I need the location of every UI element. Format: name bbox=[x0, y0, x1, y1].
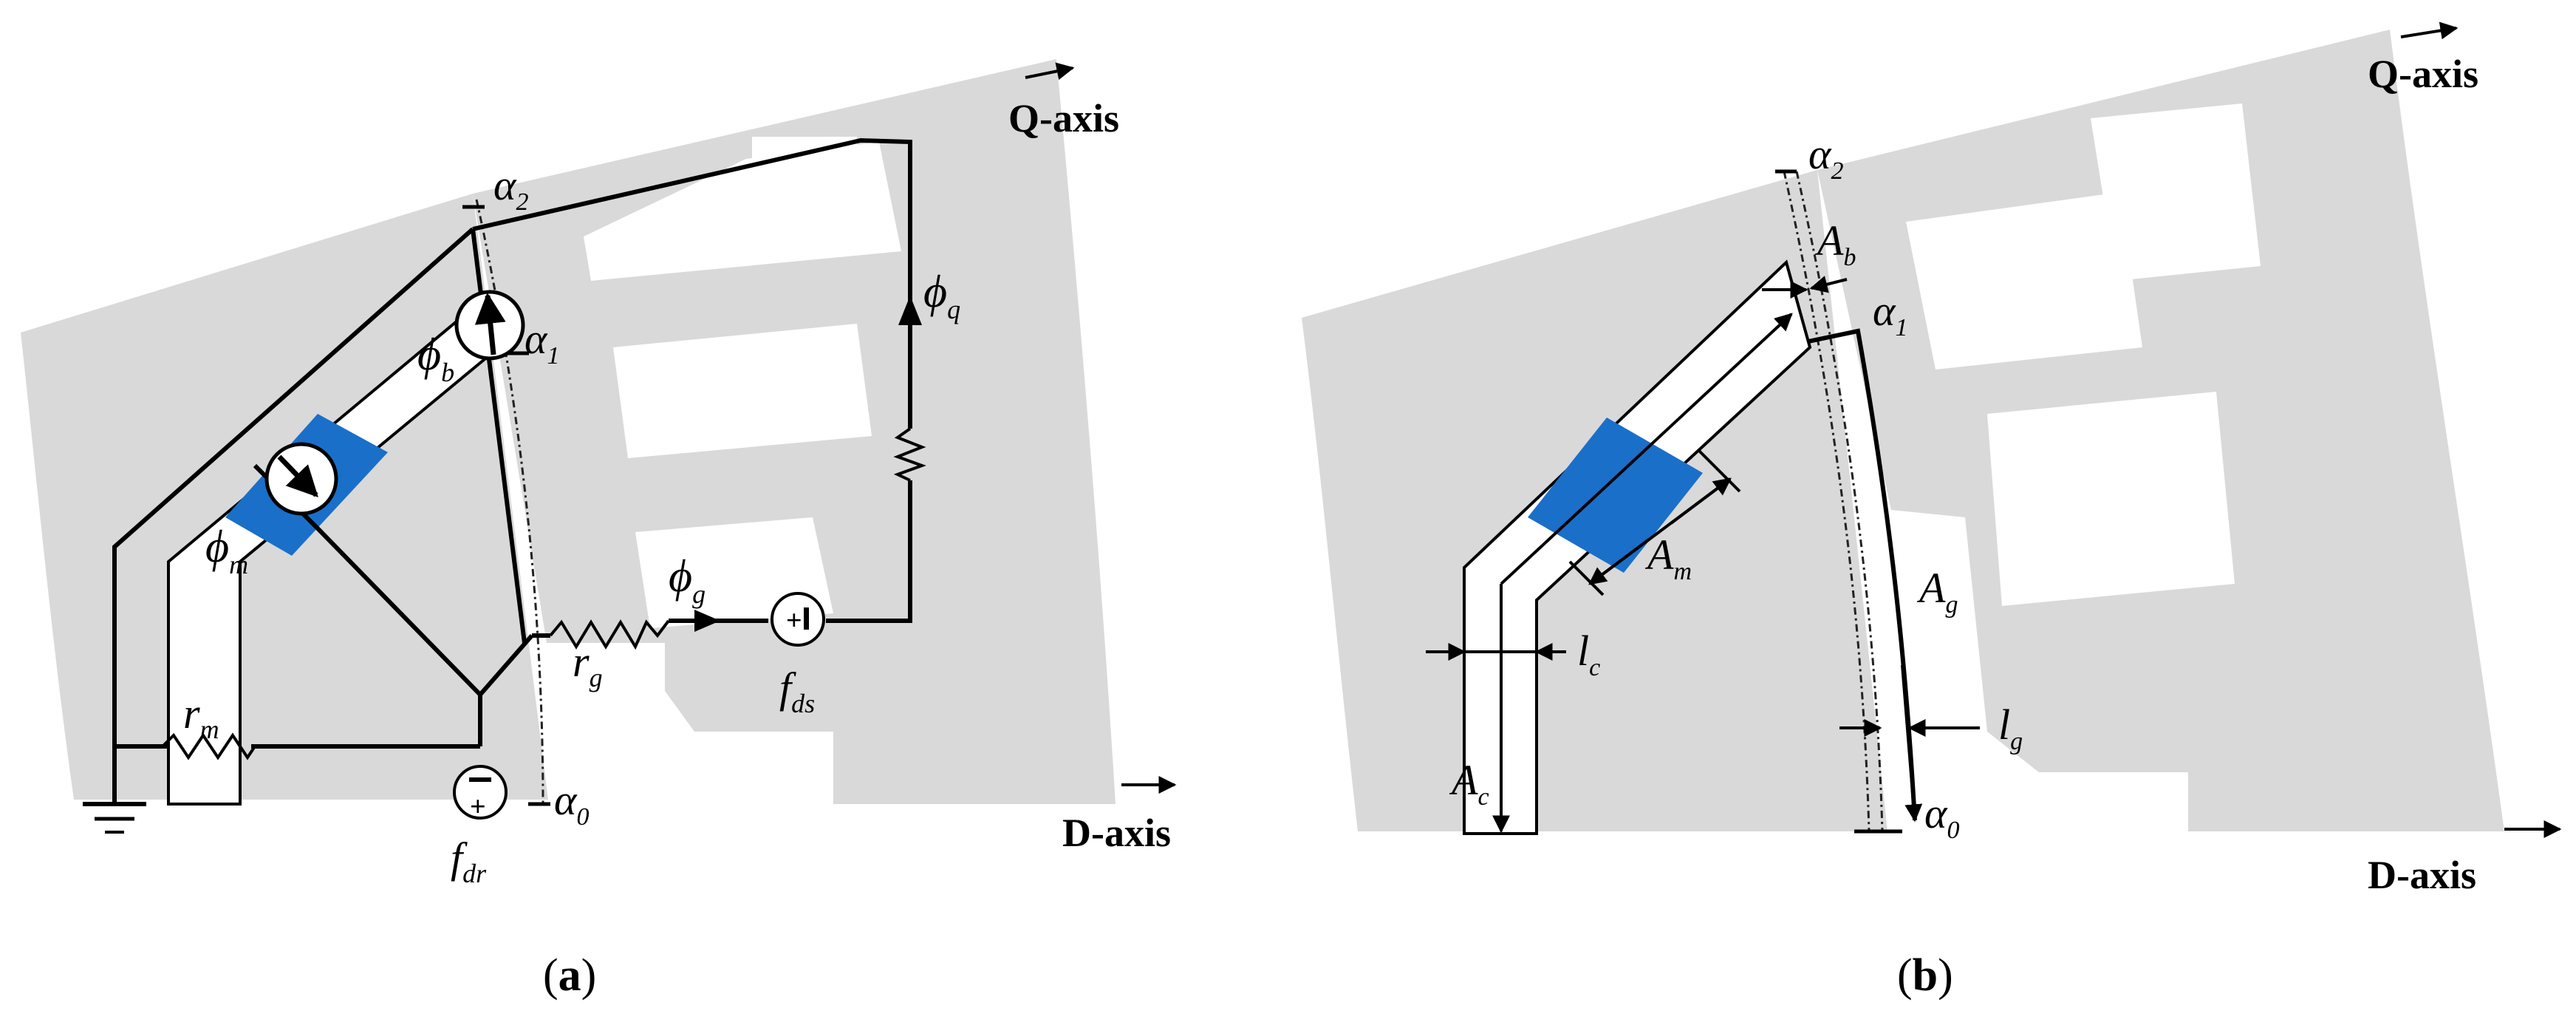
panel-a: + + Q-axis D-axis α2 α1 α0 ϕq ϕb ϕm ϕg r… bbox=[21, 59, 1177, 1001]
alpha0-label-a: α0 bbox=[554, 776, 589, 831]
channel-arrow-2 bbox=[1500, 313, 1793, 585]
phi-q-label: ϕq bbox=[923, 267, 960, 324]
slot-a-4 bbox=[752, 137, 857, 200]
panel-b: Q-axis D-axis α2 α1 α0 Ab Am Ag Ac lc lg… bbox=[1302, 21, 2562, 1001]
magnet-slot-b bbox=[1463, 259, 1812, 835]
d-axis-label-b: D-axis bbox=[2368, 853, 2476, 897]
ground-icon bbox=[83, 802, 146, 834]
airgap-line-a bbox=[475, 199, 544, 806]
slot-b-3 bbox=[2091, 103, 2261, 281]
d-axis-label-a: D-axis bbox=[1062, 811, 1171, 855]
caption-b: (b) bbox=[1897, 950, 1953, 1001]
am-tick-1 bbox=[1698, 449, 1741, 493]
slot-a-2 bbox=[613, 324, 872, 458]
lg-label: lg bbox=[1998, 701, 2023, 755]
ac-label: Ac bbox=[1449, 756, 1489, 811]
alpha2-label-a: α2 bbox=[493, 161, 528, 216]
phi-m-label: ϕm bbox=[205, 522, 248, 579]
svg-text:+: + bbox=[786, 605, 802, 636]
airgap-line-b-2 bbox=[1795, 171, 1884, 832]
source-phi-m bbox=[264, 442, 338, 516]
resistor-rm bbox=[161, 732, 256, 760]
phi-g-label: ϕg bbox=[669, 551, 706, 609]
alpha2-label-b: α2 bbox=[1808, 130, 1843, 185]
slot-b-1 bbox=[1906, 192, 2142, 370]
q-axis-label-b: Q-axis bbox=[2368, 52, 2478, 96]
rm-label: rm bbox=[183, 689, 219, 744]
am-arrow-b bbox=[1588, 538, 1650, 585]
fdr-label: fdr bbox=[451, 834, 487, 888]
airgap-line-b-1 bbox=[1783, 171, 1870, 832]
magnet-b bbox=[1528, 418, 1703, 573]
source-phi-b bbox=[454, 290, 525, 361]
svg-text:+: + bbox=[470, 791, 486, 823]
alpha1-label-a: α1 bbox=[525, 315, 559, 370]
source-fdr: + bbox=[453, 765, 508, 823]
rg-label: rg bbox=[573, 638, 603, 692]
slot-b-2 bbox=[1987, 392, 2235, 606]
source-fds: + bbox=[771, 592, 825, 647]
resistor-q bbox=[893, 427, 926, 482]
am-tick-2 bbox=[1568, 560, 1605, 596]
alpha0-label-b: α0 bbox=[1924, 789, 1959, 844]
lc-label: lc bbox=[1577, 627, 1600, 681]
q-axis-arrow-b bbox=[2400, 21, 2459, 40]
q-axis-label-a: Q-axis bbox=[1008, 96, 1119, 140]
alpha1-label-b: α1 bbox=[1873, 287, 1907, 341]
caption-a: (a) bbox=[543, 950, 596, 1001]
ab-label: Ab bbox=[1814, 217, 1856, 271]
ab-arrow-right bbox=[1809, 276, 1848, 293]
am-arrow-a bbox=[1670, 477, 1732, 525]
phi-b-label: ϕb bbox=[417, 330, 454, 387]
q-axis-arrow-a bbox=[1025, 62, 1075, 81]
ag-arrow bbox=[1901, 664, 1923, 823]
am-label: Am bbox=[1644, 531, 1692, 585]
phi-q-arrow bbox=[898, 296, 922, 325]
resistor-rg bbox=[549, 619, 670, 650]
ag-label: Ag bbox=[1916, 564, 1958, 619]
phi-g-arrow bbox=[694, 610, 720, 632]
